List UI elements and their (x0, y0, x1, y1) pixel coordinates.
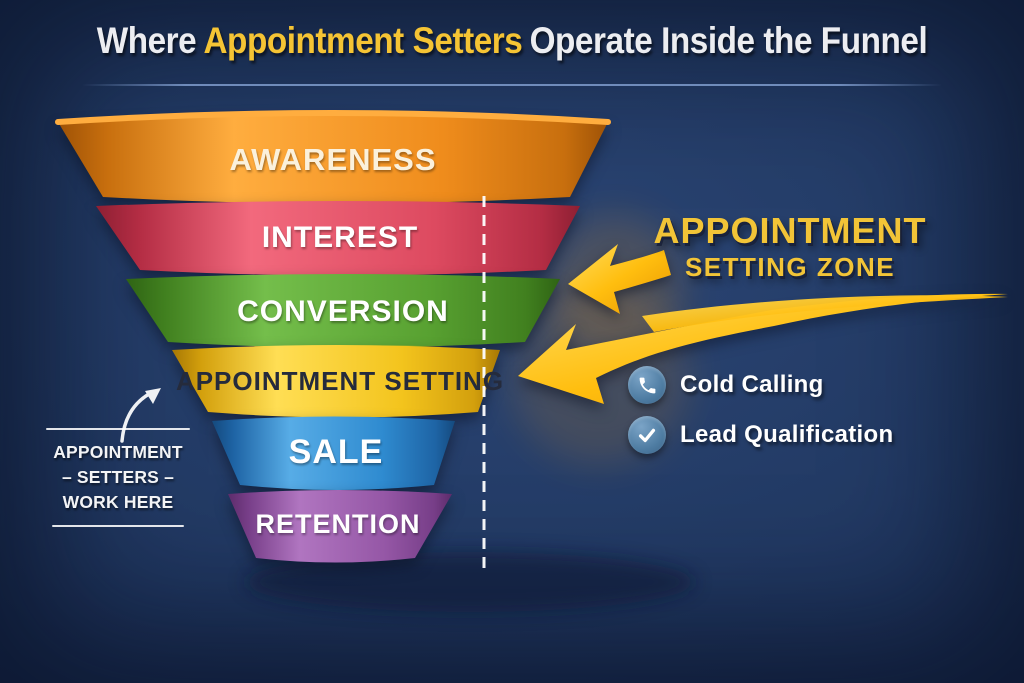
zone-underline-swoosh (642, 295, 1008, 332)
funnel-label-retention: RETENTION (255, 509, 420, 539)
feature-lead-qualification: Lead Qualification (628, 416, 893, 454)
funnel-label-sale: SALE (289, 433, 384, 471)
callout-line2: – SETTERS – (61, 466, 175, 487)
check-icon (628, 416, 666, 454)
funnel-level-sale-shape (212, 416, 455, 490)
funnel-level-conversion-shape (126, 274, 560, 348)
title-part2: Operate Inside the Funnel (529, 20, 928, 61)
title-underline (82, 84, 942, 86)
zone-heading-line1: APPOINTMENT (653, 210, 927, 251)
callout-appointment-setters: APPOINTMENT – SETTERS – WORK HERE (44, 428, 192, 527)
feature-label: Cold Calling (680, 371, 824, 398)
callout-rule-top (46, 428, 190, 430)
funnel-label-appointment-setting: APPOINTMENT SETTING (176, 366, 504, 396)
callout-line3: WORK HERE (62, 491, 174, 512)
funnel-label-awareness: AWARENESS (229, 142, 436, 177)
callout-rule-bottom (52, 524, 184, 527)
feature-label: Lead Qualification (680, 421, 894, 448)
funnel-level-appointment-setting-shape (172, 345, 500, 418)
title-highlight: Appointment Setters (203, 20, 523, 61)
funnel-level-awareness-shape (58, 113, 608, 204)
zone-heading: APPOINTMENT SETTING ZONE (625, 212, 955, 281)
callout-arrow-curve (120, 392, 151, 443)
zone-heading-line2: SETTING ZONE (684, 251, 896, 282)
funnel-label-interest: INTEREST (262, 221, 418, 254)
funnel-level-interest-shape (96, 201, 580, 276)
funnel-ground-shadow (245, 552, 695, 612)
funnel-level-retention-shape (228, 490, 452, 563)
funnel-top-lip (55, 110, 611, 125)
funnel-label-conversion: CONVERSION (237, 295, 449, 328)
phone-icon (628, 366, 666, 404)
callout-line1: APPOINTMENT (53, 442, 183, 462)
title-part1: Where (96, 20, 197, 61)
callout-arrow-head-icon (145, 388, 161, 404)
feature-cold-calling: Cold Calling (628, 366, 824, 404)
zone-arrow-lower-icon (518, 293, 1008, 404)
zone-arrow-upper-icon (568, 244, 671, 314)
